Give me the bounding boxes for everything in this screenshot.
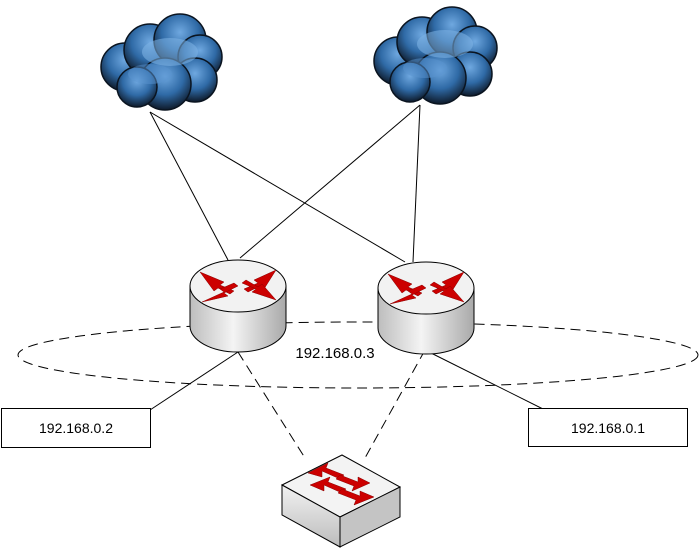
uplink-lines: [149, 104, 421, 263]
switch-icon: [280, 454, 402, 548]
router-icon: [377, 261, 475, 355]
host-lines: [149, 349, 546, 411]
switch-lines: [237, 349, 426, 459]
router-arrows-icon: [199, 269, 277, 303]
link-router2-host-right: [424, 349, 546, 411]
link-cloud1-router1: [149, 111, 229, 261]
link-router1-host-left: [149, 351, 239, 411]
host-right-ip-box: 192.168.0.1: [528, 408, 688, 447]
vrrp-group-ellipse: [17, 321, 699, 389]
internet-cloud-icon: [373, 6, 498, 105]
link-cloud1-router2: [149, 111, 406, 263]
internet-cloud-icon: [100, 13, 223, 111]
link-cloud2-router2: [412, 104, 421, 263]
virtual-ip-label: 192.168.0.3: [295, 345, 375, 362]
router-icon: [189, 259, 287, 353]
link-router2-switch: [364, 349, 426, 459]
link-router1-switch: [237, 351, 306, 459]
host-left-ip-box: 192.168.0.2: [1, 408, 151, 448]
link-cloud2-router1: [239, 104, 421, 259]
router-arrows-icon: [387, 271, 465, 305]
switch-arrows-icon: [307, 462, 375, 506]
